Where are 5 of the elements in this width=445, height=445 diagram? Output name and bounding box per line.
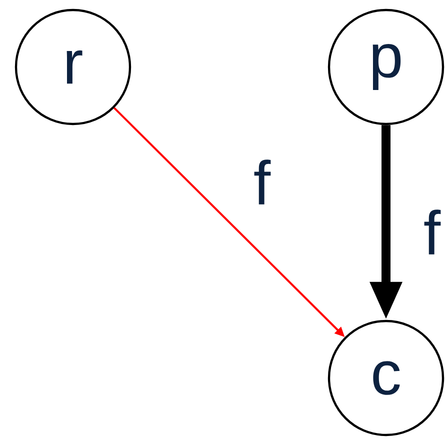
circle-node: c [328, 320, 444, 436]
circle-node: p [328, 8, 444, 126]
edge-label: f [254, 160, 271, 204]
edge-label: f [424, 210, 441, 254]
circle-node: r [14, 8, 132, 126]
